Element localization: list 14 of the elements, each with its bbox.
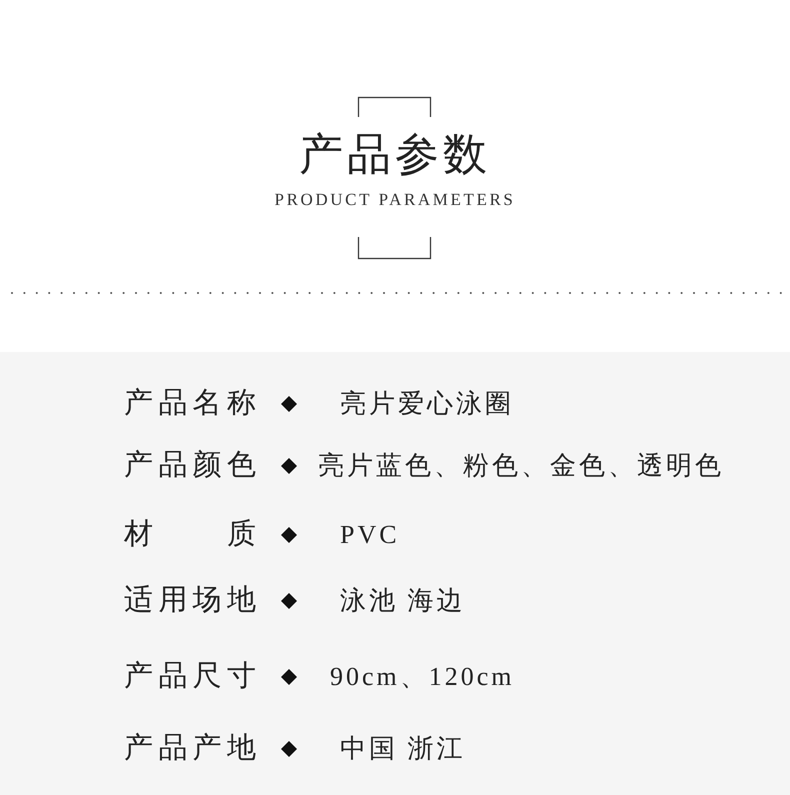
parameter-label: 产品名称 — [124, 384, 256, 420]
subtitle: PRODUCT PARAMETERS — [274, 189, 516, 211]
parameter-value: 亮片爱心泳圈 — [340, 388, 514, 420]
parameter-label: 产品产地 — [124, 729, 256, 765]
parameter-label: 材质 — [124, 515, 256, 551]
parameter-value: 90cm、120cm — [330, 661, 515, 693]
title: 产品参数 — [298, 128, 492, 182]
parameter-value: 中国 浙江 — [340, 733, 466, 765]
parameter-value: 亮片蓝色、粉色、金色、透明色 — [318, 450, 724, 482]
parameter-label: 产品尺寸 — [124, 657, 256, 693]
parameter-value: 泳池 海边 — [340, 585, 466, 617]
parameter-label: 适用场地 — [124, 581, 256, 617]
parameter-label: 产品颜色 — [124, 446, 256, 482]
parameter-value: PVC — [340, 519, 400, 551]
